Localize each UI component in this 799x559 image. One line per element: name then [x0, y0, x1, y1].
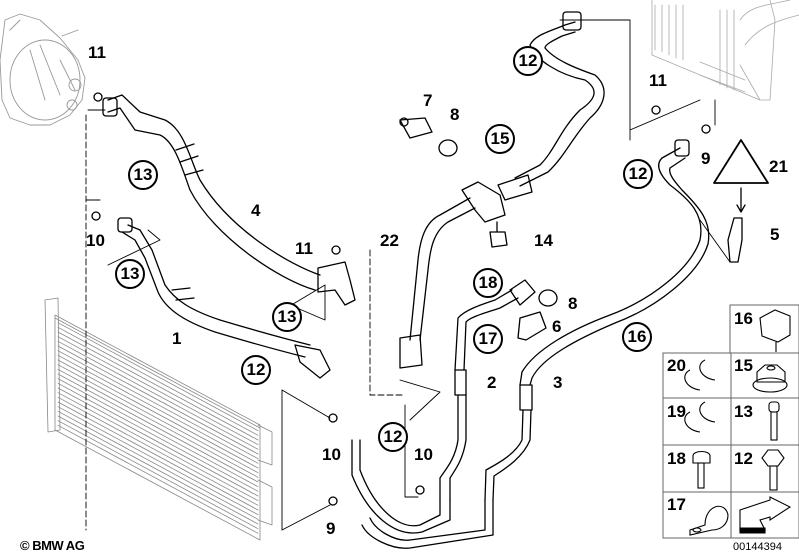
hose-4 [102, 94, 356, 306]
label-2[interactable]: 2 [487, 373, 497, 392]
label-11-right[interactable]: 11 [649, 71, 667, 90]
label-9-bottom[interactable]: 9 [326, 519, 336, 538]
cap-8b [538, 289, 558, 307]
label-14[interactable]: 14 [534, 231, 553, 250]
legend-num-15: 15 [734, 356, 753, 375]
condenser-fin [57, 322, 259, 432]
direction-arrow-icon [739, 496, 792, 534]
condenser-fin [57, 326, 259, 436]
hex-bolt-icon [761, 449, 785, 491]
legend-num-19: 19 [667, 402, 686, 421]
warning-label-21 [713, 139, 769, 213]
condenser-fin [57, 345, 259, 455]
document-number: 00144394 [733, 541, 782, 553]
label-21[interactable]: 21 [769, 157, 788, 176]
label-1[interactable]: 1 [172, 329, 182, 348]
callout-12-bottom[interactable]: 12 [378, 422, 408, 452]
legend-num-12: 12 [734, 449, 753, 468]
condenser-fin [57, 336, 259, 446]
condenser-fin [57, 387, 259, 497]
label-6[interactable]: 6 [552, 317, 562, 336]
condenser-fin [57, 382, 259, 492]
label-11-top-left[interactable]: 11 [88, 43, 106, 62]
condenser-fin [57, 368, 259, 478]
condenser-fin [57, 373, 259, 483]
leader-lines [85, 19, 731, 531]
legend-icons [684, 309, 792, 536]
condenser [44, 297, 273, 541]
condenser-fin [57, 350, 259, 460]
callout-18[interactable]: 18 [473, 268, 503, 298]
condenser-fin [57, 340, 259, 450]
condenser-fin [57, 331, 259, 441]
hex-flange-bolt-icon [692, 450, 711, 489]
legend-num-13: 13 [734, 402, 753, 421]
label-10-bottom[interactable]: 10 [322, 445, 341, 464]
fitting-6 [517, 311, 547, 341]
grommet-14 [489, 221, 508, 248]
line-16 [519, 139, 710, 386]
label-11-center[interactable]: 11 [295, 239, 313, 258]
line-22 [399, 174, 533, 369]
label-5[interactable]: 5 [770, 225, 780, 244]
lines-2-3 [351, 289, 533, 549]
callout-13-center[interactable]: 13 [272, 302, 302, 332]
label-3[interactable]: 3 [553, 373, 563, 392]
flange-nut-icon [752, 364, 788, 393]
evaporator [651, 0, 799, 101]
condenser-fin [57, 406, 259, 516]
legend-num-17: 17 [667, 495, 686, 514]
callout-15[interactable]: 15 [485, 124, 515, 154]
label-7[interactable]: 7 [423, 91, 433, 110]
label-8-top[interactable]: 8 [450, 105, 460, 124]
callout-16[interactable]: 16 [622, 322, 652, 352]
callout-12-top[interactable]: 12 [513, 46, 543, 76]
fitting-7 [399, 117, 433, 139]
condenser-fin [57, 392, 259, 502]
condenser-fin [57, 359, 259, 469]
cap-8 [438, 139, 458, 157]
condenser-fin [57, 401, 259, 511]
compressor [0, 13, 86, 126]
hose-12-top [514, 11, 605, 187]
callout-17[interactable]: 17 [473, 324, 503, 354]
copyright-notice: © BMW AG [20, 538, 85, 553]
condenser-fin [57, 424, 259, 534]
o-rings [91, 92, 711, 506]
legend-num-18: 18 [667, 449, 686, 468]
label-4[interactable]: 4 [251, 201, 261, 220]
label-22[interactable]: 22 [380, 231, 399, 250]
clip-bracket-icon [759, 309, 791, 352]
condenser-fin [57, 364, 259, 474]
legend-num-16: 16 [734, 309, 753, 328]
callout-13-left[interactable]: 13 [115, 259, 145, 289]
condenser-fin [57, 415, 259, 525]
hose-1 [117, 217, 331, 379]
condenser-fin [57, 378, 259, 488]
double-clamp-icon [684, 359, 716, 433]
condenser-fin [57, 410, 259, 520]
legend-grid [662, 304, 799, 539]
label-10-bottom-right[interactable]: 10 [414, 445, 433, 464]
condenser-fin [57, 354, 259, 464]
label-10-left[interactable]: 10 [86, 231, 105, 250]
callout-12-left[interactable]: 12 [241, 355, 271, 385]
label-9-right[interactable]: 9 [701, 149, 711, 168]
socket-head-bolt-icon [768, 401, 780, 441]
callout-13-top-left[interactable]: 13 [128, 160, 158, 190]
callout-12-right[interactable]: 12 [623, 159, 653, 189]
condenser-fin [57, 420, 259, 530]
condenser-fin [57, 396, 259, 506]
pressure-switch-5 [727, 217, 743, 263]
p-clamp-icon [689, 505, 729, 536]
fitting-18-17 [509, 279, 536, 306]
legend-num-20: 20 [667, 356, 686, 375]
label-8-mid[interactable]: 8 [568, 294, 578, 313]
